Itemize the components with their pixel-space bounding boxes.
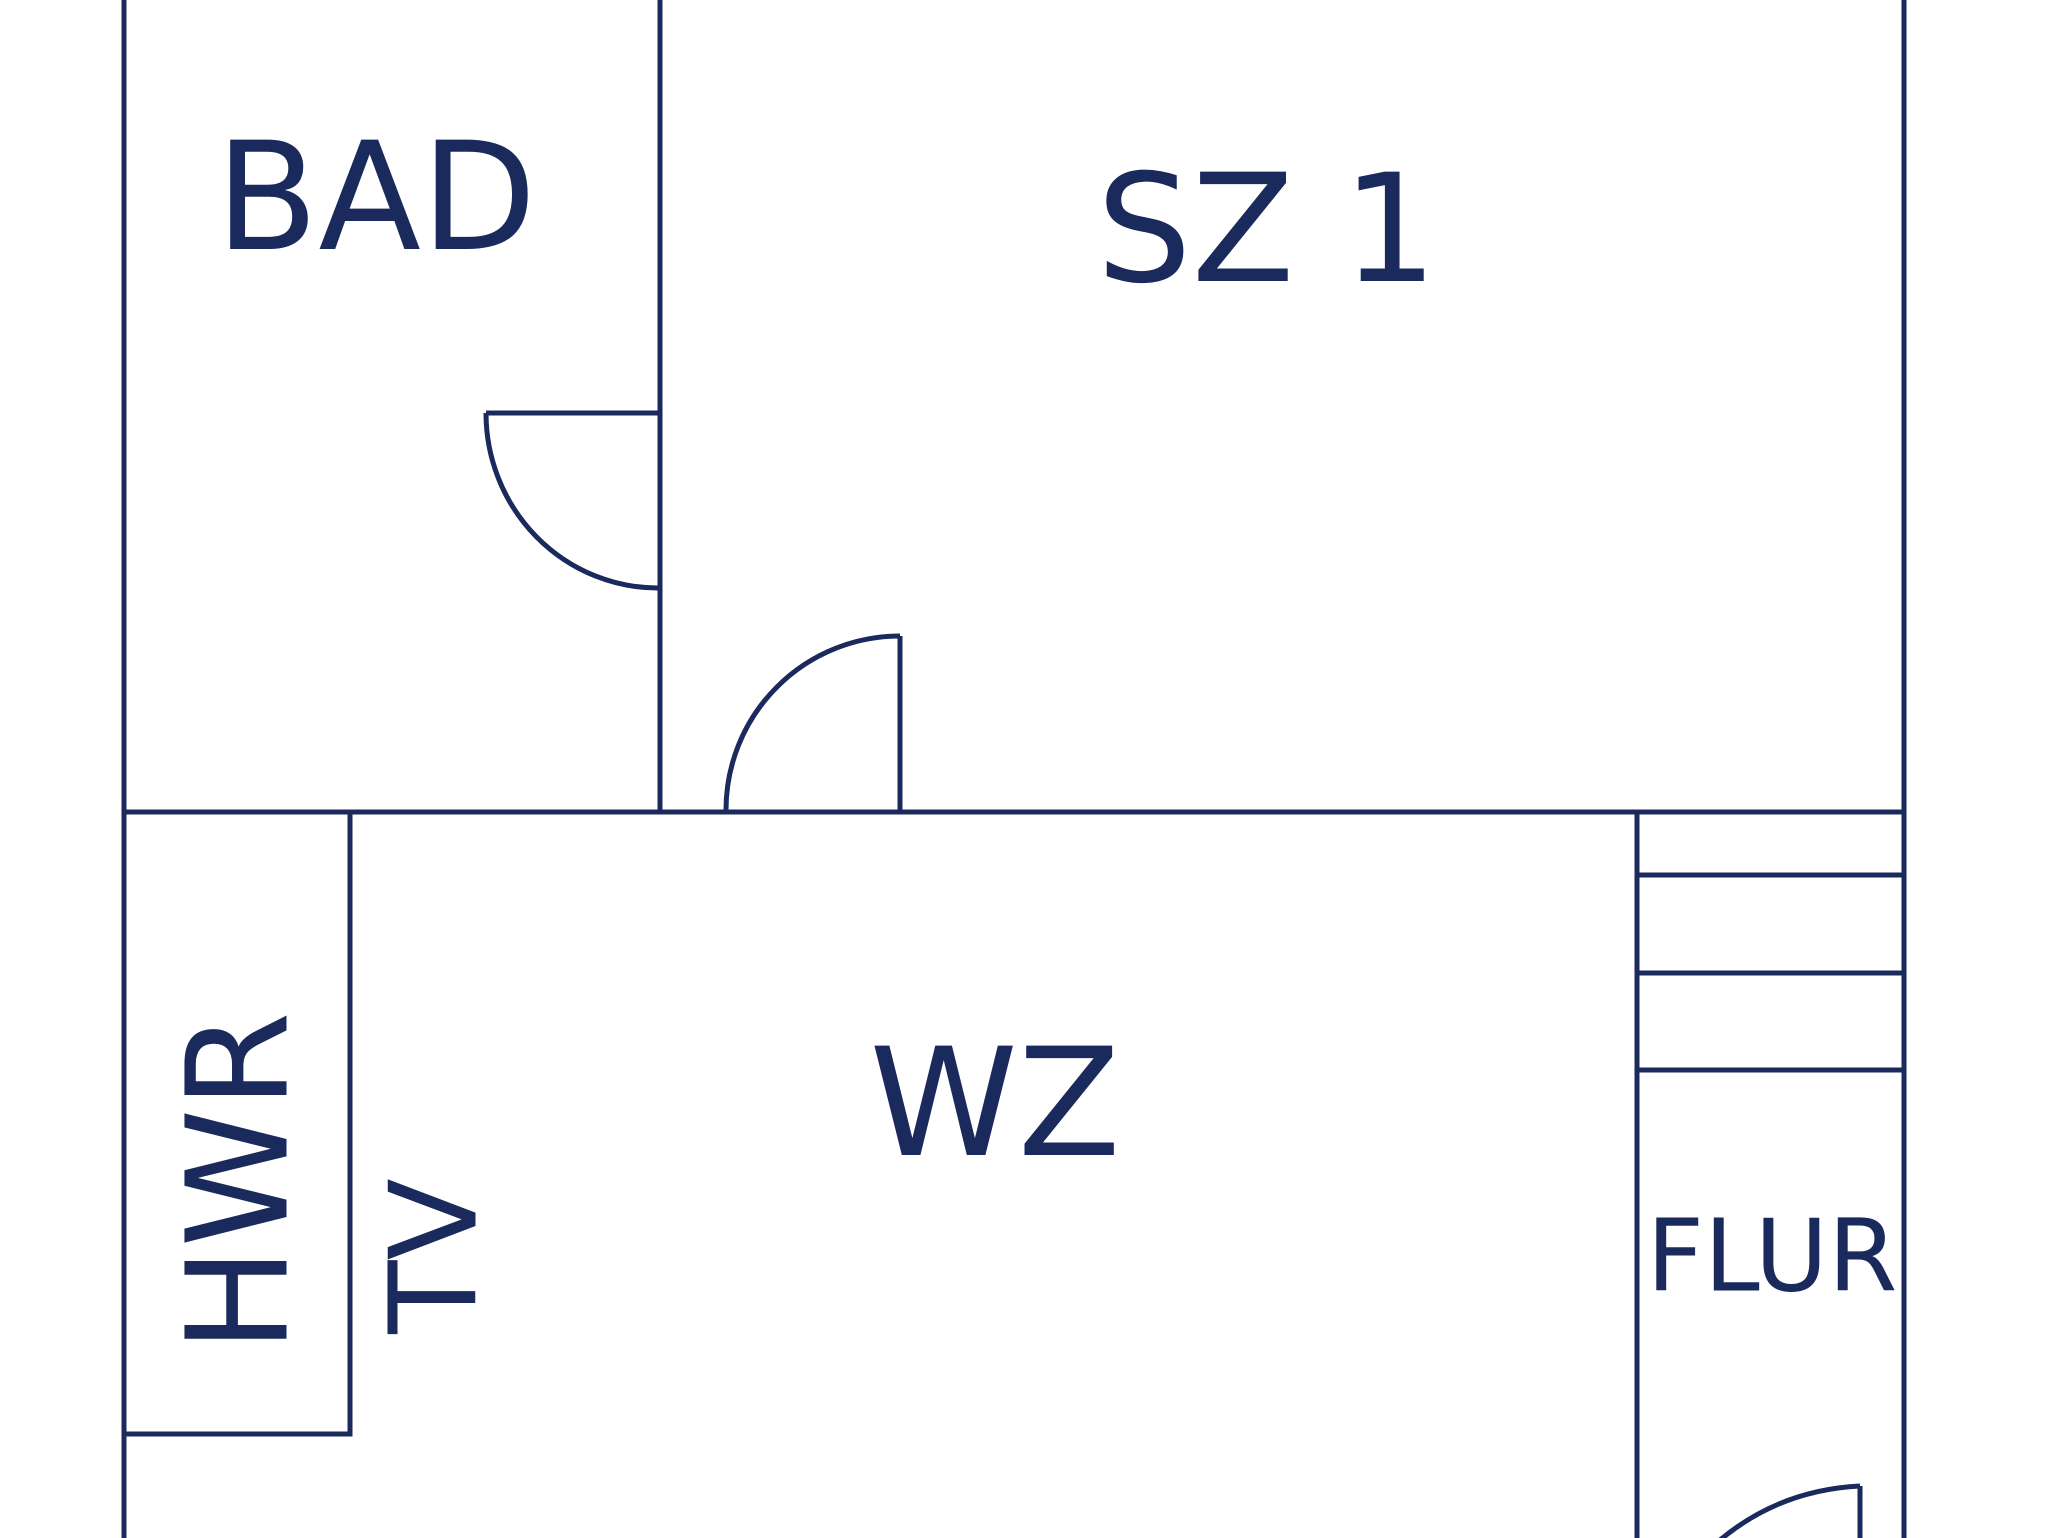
room-label-flur: FLUR <box>1647 1198 1898 1315</box>
door-flur <box>1718 1483 1863 1538</box>
room-label-bad: BAD <box>215 111 536 285</box>
hwr-room <box>121 809 353 1437</box>
door-bad <box>483 410 659 591</box>
room-label-wz: WZ <box>869 1017 1120 1191</box>
room-label-hwr: HWR <box>158 1012 321 1353</box>
door-sz1 <box>723 633 903 811</box>
room-label-sz1: SZ 1 <box>1096 143 1437 317</box>
label-tv: TV <box>366 1178 505 1334</box>
